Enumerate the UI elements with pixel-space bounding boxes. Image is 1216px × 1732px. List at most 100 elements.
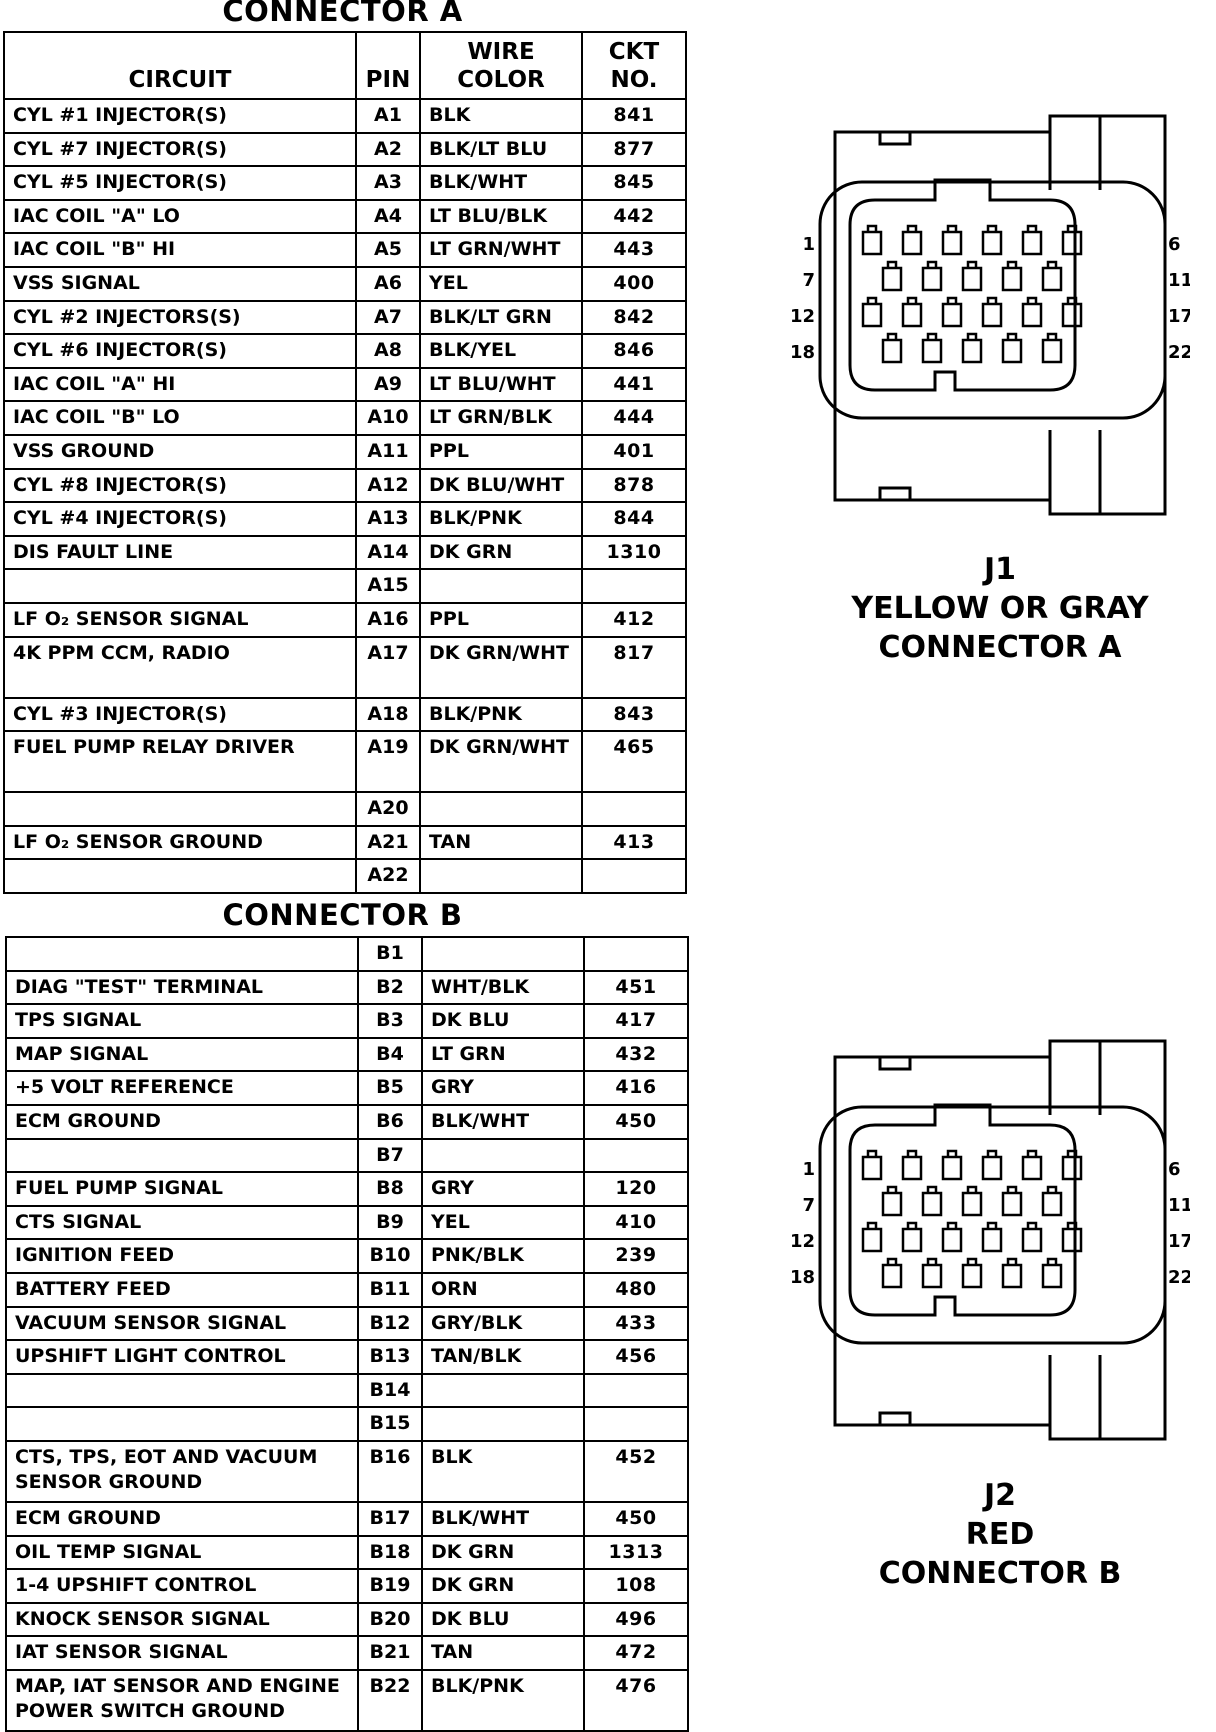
wire-color-cell: LT GRN/BLK — [419, 400, 583, 436]
circuit-cell: CYL #3 INJECTOR(S) — [3, 696, 357, 733]
circuit-cell: BATTERY FEED — [5, 1271, 359, 1308]
pin-terminal — [1041, 332, 1063, 364]
pin-number-label: 18 — [790, 342, 815, 363]
pin-terminal — [881, 1185, 903, 1217]
circuit-cell — [3, 568, 357, 604]
ckt-number-cell: 1310 — [581, 534, 687, 571]
pin-cell: A10 — [355, 400, 421, 436]
circuit-cell: FUEL PUMP RELAY DRIVER — [3, 730, 357, 794]
pin-terminal — [1041, 260, 1063, 292]
circuit-cell: VSS SIGNAL — [3, 265, 357, 302]
wire-color-cell: TAN/BLK — [421, 1339, 585, 1375]
pin-cell: A18 — [355, 696, 421, 733]
pin-terminal — [1061, 1149, 1083, 1181]
table-row: A22 — [3, 858, 687, 894]
circuit-cell: IAC COIL "A" LO — [3, 198, 357, 235]
table-row: B14 — [5, 1372, 689, 1409]
pin-terminal — [1061, 1221, 1083, 1253]
pin-number-label: 17 — [1168, 306, 1190, 327]
wire-color-cell: BLK/LT BLU — [419, 131, 583, 168]
ckt-number-cell: 450 — [583, 1500, 689, 1537]
ckt-number-cell: 472 — [583, 1635, 689, 1671]
wire-color-cell: BLK/PNK — [419, 501, 583, 537]
pin-number-label: 22 — [1168, 1267, 1190, 1288]
pin-number-label: 22 — [1168, 342, 1190, 363]
wire-color-cell: BLK/WHT — [421, 1103, 585, 1140]
pin-cell: B15 — [357, 1406, 423, 1442]
pin-terminal — [941, 1221, 963, 1253]
pin-terminal — [1021, 1221, 1043, 1253]
wire-color-cell: PPL — [419, 433, 583, 470]
wire-color-cell: TAN — [419, 824, 583, 861]
ckt-number-cell — [583, 1406, 689, 1442]
pin-terminal — [1021, 1149, 1043, 1181]
pin-terminal — [981, 296, 1003, 328]
pin-terminal — [981, 224, 1003, 256]
table-row: A20 — [3, 791, 687, 827]
pin-cell: A21 — [355, 824, 421, 861]
wire-color-cell: DK BLU — [421, 1601, 585, 1638]
pin-terminal — [881, 332, 903, 364]
circuit-cell — [5, 936, 359, 972]
pin-terminal — [861, 224, 883, 256]
pin-number-label: 11 — [1168, 270, 1190, 291]
ckt-number-cell: 401 — [581, 433, 687, 470]
wire-color-cell: PPL — [419, 601, 583, 638]
wire-color-cell: BLK/PNK — [421, 1668, 585, 1732]
circuit-cell: CTS SIGNAL — [5, 1204, 359, 1241]
latch-tab — [878, 130, 912, 146]
pin-terminal — [861, 296, 883, 328]
circuit-cell: FUEL PUMP SIGNAL — [5, 1171, 359, 1207]
pin-terminal — [1041, 1185, 1063, 1217]
pin-terminal — [921, 1257, 943, 1289]
ckt-number-cell — [581, 858, 687, 894]
ckt-number-cell: 476 — [583, 1668, 689, 1732]
pin-cell: B10 — [357, 1238, 423, 1274]
wire-color-cell — [419, 858, 583, 894]
ckt-number-cell — [583, 1372, 689, 1409]
pin-terminal — [901, 224, 923, 256]
connector-a-table: CIRCUIT PIN WIRE COLOR CKT NO. CYL #1 IN… — [3, 31, 687, 894]
table-row: B1 — [5, 936, 689, 972]
ckt-number-cell: 239 — [583, 1238, 689, 1274]
wire-color-cell — [421, 1137, 585, 1174]
pin-terminal — [941, 296, 963, 328]
ckt-number-cell: 452 — [583, 1439, 689, 1503]
ckt-number-cell: 878 — [581, 467, 687, 504]
pin-terminal — [961, 260, 983, 292]
pin-number-label: 7 — [802, 270, 815, 291]
circuit-cell: IAC COIL "A" HI — [3, 366, 357, 403]
circuit-cell: CYL #8 INJECTOR(S) — [3, 467, 357, 504]
j2-id: J2 — [983, 1478, 1017, 1513]
pin-terminal — [1041, 1257, 1063, 1289]
pin-cell: B16 — [357, 1439, 423, 1503]
ckt-number-cell: 120 — [583, 1171, 689, 1207]
ckt-number-cell: 413 — [581, 824, 687, 861]
circuit-cell: IAC COIL "B" LO — [3, 400, 357, 436]
ckt-number-cell: 877 — [581, 131, 687, 168]
latch-tab — [878, 486, 912, 502]
pin-terminal — [1021, 224, 1043, 256]
connector-a-title: CONNECTOR A — [222, 0, 463, 28]
pin-cell: B20 — [357, 1601, 423, 1638]
header-circuit: CIRCUIT — [3, 31, 357, 100]
pin-cell: B6 — [357, 1103, 423, 1140]
pin-cell: A4 — [355, 198, 421, 235]
ckt-number-cell: 843 — [581, 696, 687, 733]
circuit-cell: 4K PPM CCM, RADIO — [3, 635, 357, 699]
pin-cell: B4 — [357, 1036, 423, 1073]
pin-cell: A17 — [355, 635, 421, 699]
